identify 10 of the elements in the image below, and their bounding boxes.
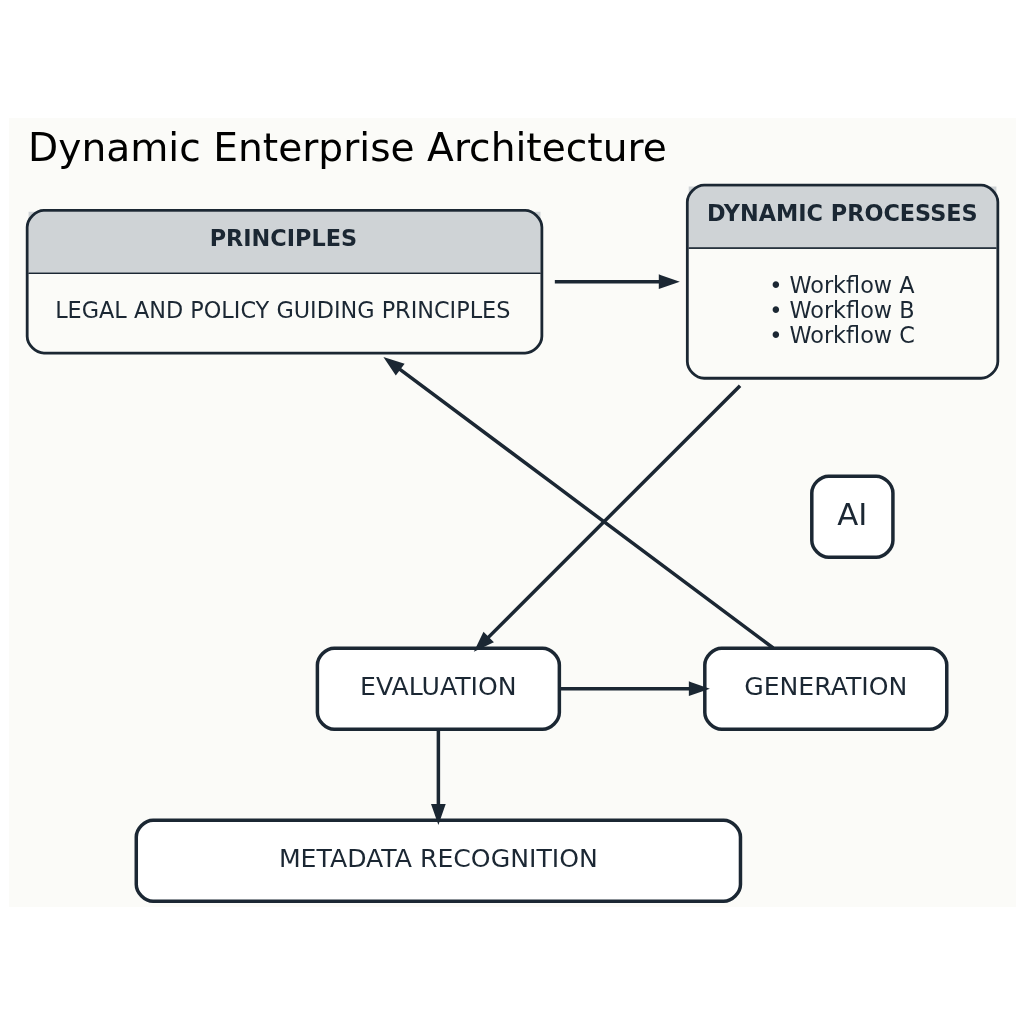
- arrow: [430, 728, 446, 825]
- node-box: GENERATION: [702, 645, 948, 731]
- arrow: [554, 273, 680, 289]
- arrow: [558, 680, 710, 696]
- node-box: EVALUATION: [315, 645, 561, 731]
- arrow: [473, 383, 741, 652]
- node-box: AI: [809, 473, 895, 559]
- node-box: METADATA RECOGNITION: [134, 817, 742, 903]
- arrow: [382, 356, 774, 649]
- diagram-title: Dynamic Enterprise Architecture: [27, 124, 667, 170]
